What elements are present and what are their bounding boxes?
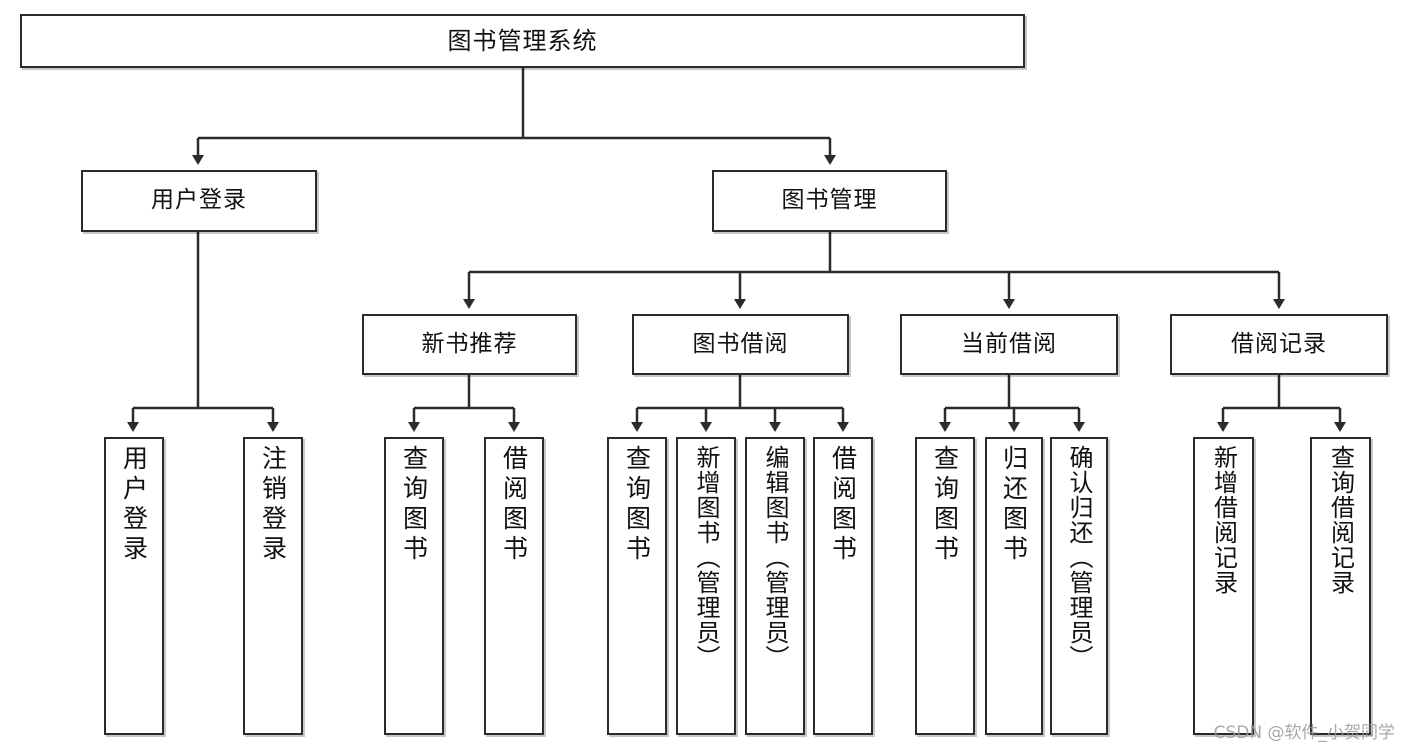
node-root-label: 图书管理系统 [447, 26, 598, 55]
node-leaf-return-book-label: 归还图书 [999, 445, 1029, 565]
node-leaf-query-book-2[interactable]: 查询图书 [607, 437, 667, 735]
node-user-login-label: 用户登录 [151, 187, 247, 214]
node-current-borrow-label: 当前借阅 [961, 330, 1057, 357]
node-leaf-edit-book-label: 编辑图书（管理员） [761, 445, 789, 670]
node-leaf-add-book-label: 新增图书（管理员） [692, 445, 720, 670]
csdn-watermark: CSDN @软件_小贺同学 [1213, 723, 1395, 743]
node-new-book-rec-label: 新书推荐 [421, 330, 518, 357]
node-leaf-user-login[interactable]: 用户登录 [104, 437, 164, 735]
node-current-borrow[interactable]: 当前借阅 [900, 314, 1118, 375]
node-book-borrow[interactable]: 图书借阅 [632, 314, 849, 375]
node-leaf-user-login-label: 用户登录 [119, 445, 149, 565]
node-leaf-borrow-book-1[interactable]: 借阅图书 [484, 437, 544, 735]
node-leaf-query-book-2-label: 查询图书 [622, 445, 652, 565]
node-book-borrow-label: 图书借阅 [692, 330, 789, 357]
node-borrow-record[interactable]: 借阅记录 [1170, 314, 1388, 375]
node-leaf-user-logout[interactable]: 注销登录 [243, 437, 303, 735]
node-borrow-record-label: 借阅记录 [1231, 330, 1327, 357]
node-leaf-add-record-label: 新增借阅记录 [1209, 445, 1238, 595]
node-leaf-edit-book[interactable]: 编辑图书（管理员） [745, 437, 805, 735]
node-leaf-borrow-book-2[interactable]: 借阅图书 [813, 437, 873, 735]
node-leaf-query-record[interactable]: 查询借阅记录 [1310, 437, 1371, 735]
node-leaf-query-book-3-label: 查询图书 [930, 445, 960, 565]
node-leaf-query-record-label: 查询借阅记录 [1326, 445, 1355, 595]
node-leaf-borrow-book-2-label: 借阅图书 [828, 445, 858, 565]
node-user-login[interactable]: 用户登录 [81, 170, 317, 232]
node-leaf-query-book-1-label: 查询图书 [399, 445, 429, 565]
node-book-manage[interactable]: 图书管理 [712, 170, 947, 232]
node-leaf-add-book[interactable]: 新增图书（管理员） [676, 437, 736, 735]
node-book-manage-label: 图书管理 [781, 187, 878, 214]
node-leaf-add-record[interactable]: 新增借阅记录 [1193, 437, 1254, 735]
node-leaf-confirm-return[interactable]: 确认归还（管理员） [1050, 437, 1108, 735]
node-leaf-return-book[interactable]: 归还图书 [985, 437, 1043, 735]
node-root[interactable]: 图书管理系统 [20, 14, 1025, 68]
node-new-book-rec[interactable]: 新书推荐 [362, 314, 577, 375]
node-leaf-borrow-book-1-label: 借阅图书 [499, 445, 529, 565]
node-leaf-user-logout-label: 注销登录 [258, 445, 288, 565]
node-leaf-query-book-3[interactable]: 查询图书 [915, 437, 975, 735]
node-leaf-query-book-1[interactable]: 查询图书 [384, 437, 444, 735]
node-leaf-confirm-return-label: 确认归还（管理员） [1065, 445, 1093, 670]
